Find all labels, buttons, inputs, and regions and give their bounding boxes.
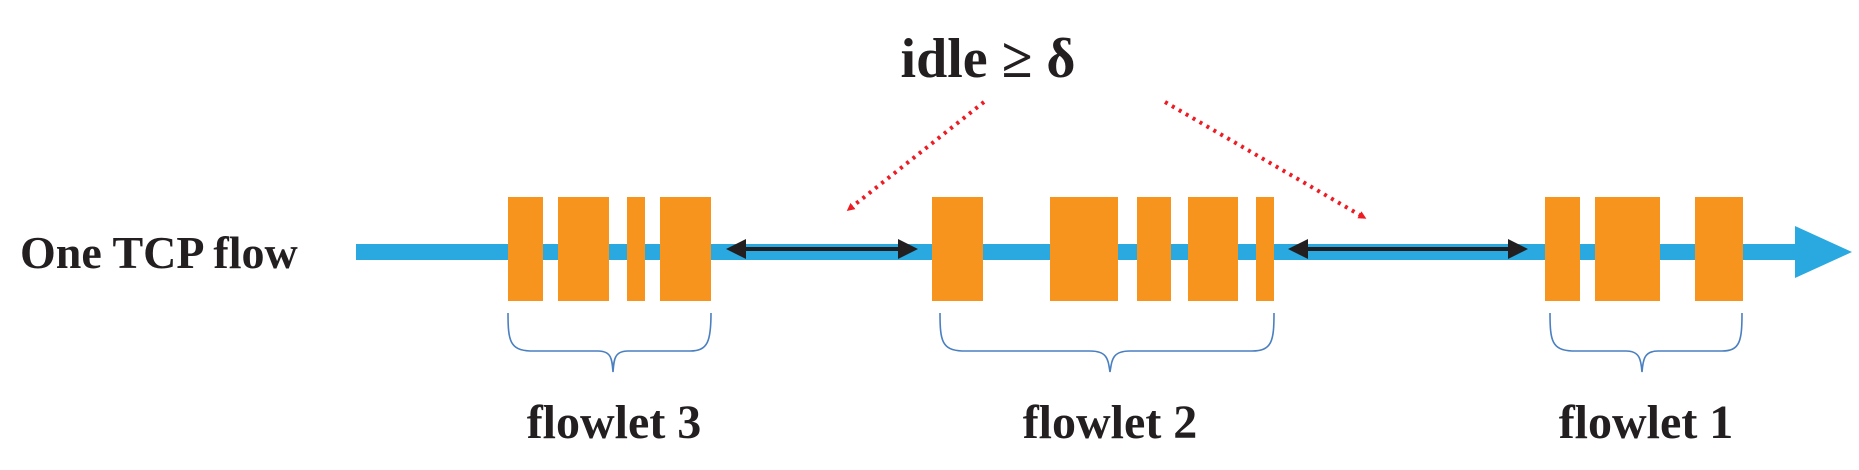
flow-arrowhead-icon <box>1795 226 1852 278</box>
pointer-right <box>1163 100 1367 220</box>
packet <box>1137 197 1171 301</box>
packet <box>508 197 543 301</box>
flowlet-1-packets <box>1545 197 1743 301</box>
flowlet-2-packets <box>932 197 1274 301</box>
idle-pointers <box>846 100 1367 220</box>
idle-threshold-label: idle ≥ δ <box>901 28 1076 90</box>
flowlet-2-label: flowlet 2 <box>1023 396 1198 449</box>
flowlet-3-packets <box>508 197 711 301</box>
flowlet-3-label: flowlet 3 <box>527 396 702 449</box>
tcp-flow-label: One TCP flow <box>20 227 298 278</box>
packet <box>1256 197 1274 301</box>
brace-flowlet-2 <box>939 312 1275 373</box>
packet <box>1545 197 1580 301</box>
packet <box>627 197 645 301</box>
flowlet-braces <box>507 312 1743 373</box>
idle-gap-arrow-1 <box>726 239 918 259</box>
packet <box>932 197 983 301</box>
packet <box>660 197 711 301</box>
brace-flowlet-1 <box>1549 312 1743 373</box>
packet <box>1695 197 1743 301</box>
pointer-left <box>846 100 986 212</box>
idle-gap-arrow-2 <box>1288 239 1528 259</box>
flowlet-1-label: flowlet 1 <box>1559 396 1734 449</box>
packet <box>558 197 609 301</box>
packet <box>1050 197 1118 301</box>
packet <box>1595 197 1660 301</box>
brace-flowlet-3 <box>507 312 712 373</box>
packet <box>1188 197 1238 301</box>
